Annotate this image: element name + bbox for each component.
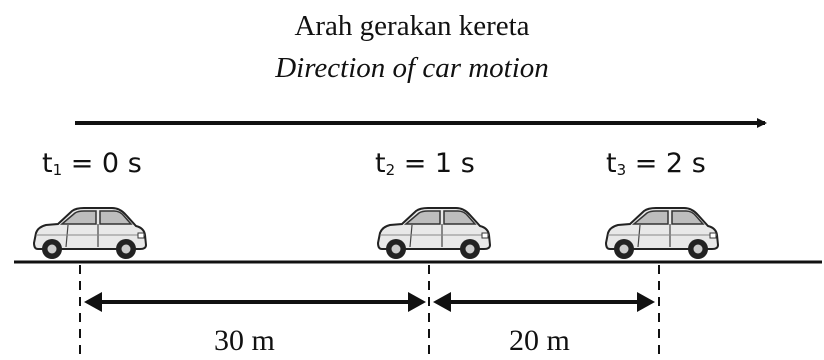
distance-arrow-2 — [433, 292, 655, 312]
diagram-subtitle: Direction of car motion — [275, 52, 549, 84]
time-label-3: t3 = 2 s — [606, 148, 706, 179]
diagram-title: Arah gerakan kereta — [294, 10, 530, 42]
car-icon — [377, 207, 491, 260]
car-icon — [33, 207, 147, 260]
distance-label-2: 20 m — [509, 324, 570, 357]
time-label-2: t2 = 1 s — [375, 148, 475, 179]
car-icon — [605, 207, 719, 260]
time-label-1: t1 = 0 s — [42, 148, 142, 179]
distance-label-1: 30 m — [214, 324, 275, 357]
distance-arrow-1 — [84, 292, 426, 312]
